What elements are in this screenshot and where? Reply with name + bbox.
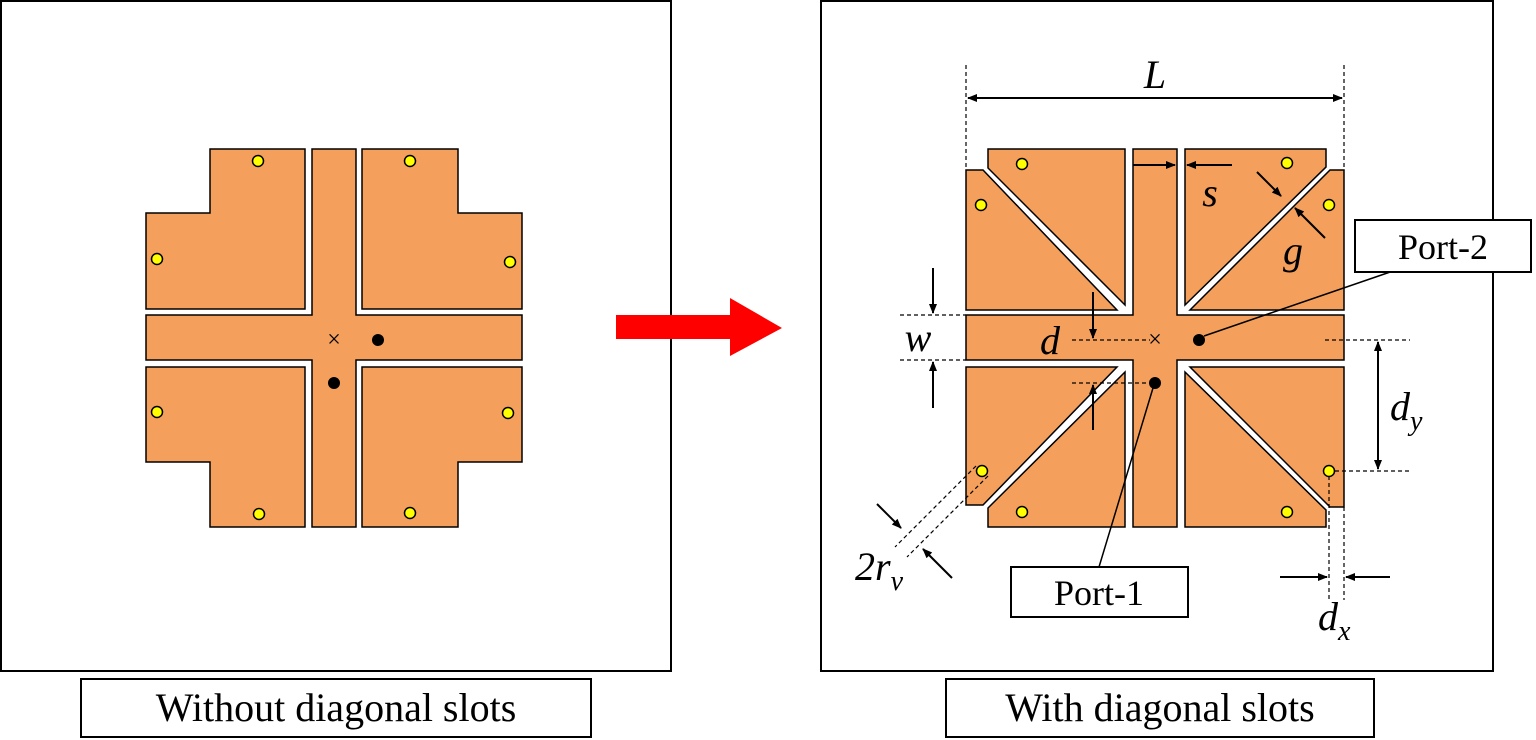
left-caption: Without diagonal slots (156, 685, 517, 730)
left-patch-bottom-right (361, 366, 523, 528)
via (252, 507, 266, 521)
right-patch-top-right-lower (1188, 169, 1345, 311)
right-patch-bottom-left-lower (987, 370, 1126, 528)
dimension-arrow (876, 503, 902, 529)
via (1015, 157, 1029, 171)
via (1280, 156, 1294, 170)
right-center-mark: × (1148, 327, 1162, 353)
label-2rv: 2rv (855, 544, 904, 597)
label-dy-main: d (1390, 384, 1411, 429)
port2-label: Port-2 (1398, 227, 1488, 267)
right-caption-box (945, 678, 1375, 738)
label-dx-subscript: x (1337, 616, 1351, 647)
dimension-g (1256, 171, 1326, 239)
label-2rv-subscript: v (891, 566, 904, 597)
port1-label: Port-1 (1054, 573, 1144, 613)
port2-leader-line (1203, 269, 1397, 337)
port1-leader-line (1098, 387, 1154, 568)
left-vias (150, 154, 517, 521)
right-panel: × L s g w (820, 0, 1532, 738)
right-caption: With diagonal slots (1005, 685, 1314, 730)
right-patch-top-right-upper (1184, 148, 1327, 307)
label-dy: dy (1390, 384, 1423, 437)
label-dx-main: d (1318, 594, 1339, 639)
via (975, 464, 989, 478)
label-dy-subscript: y (1407, 406, 1423, 437)
via (501, 406, 515, 420)
via (403, 506, 417, 520)
dimension-L (965, 65, 1345, 170)
right-feed-point-2 (1193, 334, 1205, 346)
left-cross-patch (145, 148, 523, 528)
dimension-d (1072, 292, 1150, 430)
dimension-dx (1280, 476, 1390, 600)
via (1015, 505, 1029, 519)
dimension-arrow (922, 548, 953, 579)
dimension-w (900, 268, 966, 408)
right-patch-bottom-left-upper (965, 366, 1119, 506)
dimension-dy (1325, 339, 1410, 472)
left-patch-top-right (361, 148, 523, 310)
left-panel: × Without diagonal slots (0, 0, 672, 738)
via (251, 154, 265, 168)
right-patch-top-left-upper (987, 148, 1126, 307)
port1-label-box (1010, 566, 1189, 618)
label-L: L (1143, 52, 1166, 97)
left-caption-box (80, 678, 592, 738)
left-patch-bottom-left (145, 366, 306, 528)
via (403, 154, 417, 168)
label-w: w (905, 315, 932, 360)
extension-line (894, 465, 977, 548)
right-patch-top-left-lower (965, 169, 1119, 311)
left-feed-point-1 (328, 377, 340, 389)
label-d: d (1040, 318, 1061, 363)
via (974, 198, 988, 212)
left-patch-array (145, 148, 523, 528)
left-feed-point-2 (372, 334, 384, 346)
dimension-arrow (1294, 207, 1326, 239)
dimension-arrow (1256, 171, 1282, 197)
right-vias (974, 156, 1336, 519)
right-patch-bottom-right-lower (1184, 370, 1327, 528)
label-s: s (1202, 170, 1218, 215)
label-dx: dx (1318, 594, 1351, 647)
via (1280, 505, 1294, 519)
via (1322, 198, 1336, 212)
via (150, 252, 164, 266)
left-center-mark: × (327, 327, 341, 353)
via (1322, 464, 1336, 478)
label-g: g (1283, 228, 1303, 273)
left-patch-top-left (145, 148, 306, 310)
dimension-2rv (876, 465, 989, 579)
port2-label-box (1354, 219, 1532, 273)
right-feed-point-1 (1149, 377, 1161, 389)
extension-line (906, 475, 989, 558)
right-patch-array (965, 148, 1345, 528)
via (150, 405, 164, 419)
label-2rv-main: 2r (855, 544, 891, 589)
via (503, 255, 517, 269)
transition-arrow (616, 298, 782, 356)
